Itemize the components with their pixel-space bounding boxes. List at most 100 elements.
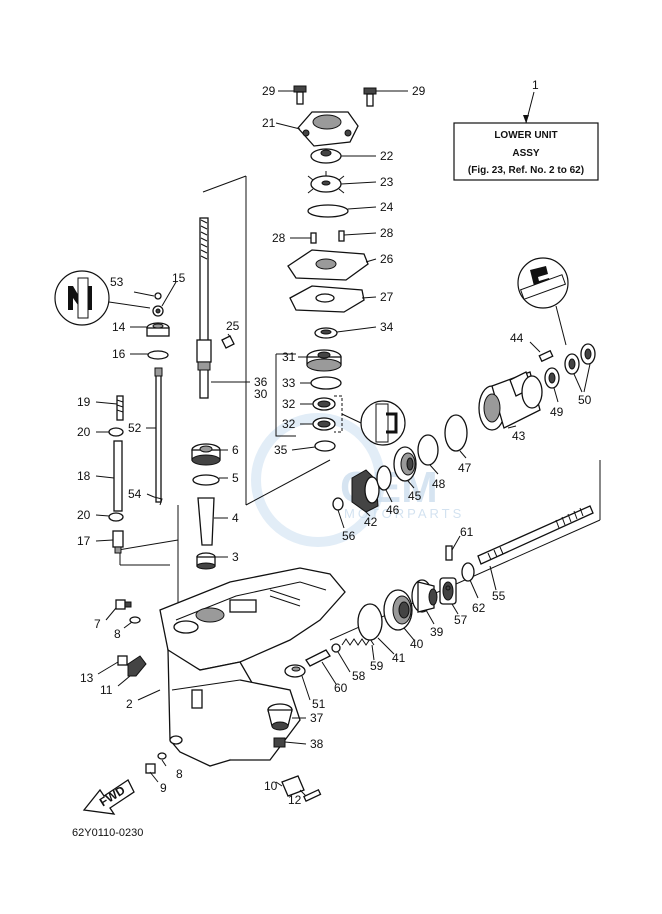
- callout-48: 48: [432, 477, 446, 491]
- callout-60: 60: [334, 681, 348, 695]
- bracket-30: [275, 353, 296, 437]
- grommet-20-lower: [108, 512, 124, 522]
- callout-17: 17: [77, 534, 91, 548]
- callout-24: 24: [380, 200, 394, 214]
- callout-36: 36: [254, 375, 268, 389]
- callout-16: 16: [112, 347, 126, 361]
- propeller-shaft-55: [477, 505, 594, 565]
- bearing-40: [383, 589, 413, 631]
- callout-10: 10: [264, 779, 278, 793]
- callout-13: 13: [80, 671, 94, 685]
- callout-52: 52: [128, 421, 142, 435]
- callout-44: 44: [510, 331, 524, 345]
- title-box-line3: (Fig. 23, Ref. No. 2 to 62): [468, 165, 584, 176]
- callout-35: 35: [274, 443, 288, 457]
- callout-31: 31: [282, 350, 296, 364]
- bearing-3: [196, 552, 216, 570]
- callout-8: 8: [176, 767, 183, 781]
- callout-37: 37: [310, 711, 324, 725]
- bearing-6: [191, 443, 221, 466]
- bolt-29-left: [293, 85, 307, 105]
- callout-12: 12: [288, 793, 302, 807]
- callout-50: 50: [578, 393, 592, 407]
- seal-49: [544, 367, 560, 389]
- callout-55: 55: [492, 589, 506, 603]
- callout-47: 47: [458, 461, 472, 475]
- o-ring-48: [417, 434, 439, 466]
- clip-54: [153, 496, 163, 506]
- callout-29: 29: [262, 84, 276, 98]
- plunger-60: [305, 649, 331, 667]
- drive-shaft-36: [196, 217, 212, 399]
- plug-13: [117, 655, 128, 666]
- callout-4: 4: [232, 511, 239, 525]
- callout-28: 28: [380, 226, 394, 240]
- bolt-29-right: [363, 87, 377, 107]
- shift-rod-52: [154, 367, 163, 503]
- shim-41: [357, 603, 383, 641]
- o-ring-33: [310, 376, 342, 390]
- callout-30: 30: [254, 387, 268, 401]
- anode-11: [127, 655, 147, 677]
- insert-22: [310, 148, 342, 164]
- oil-seal-housing-31: [306, 349, 342, 372]
- callout-32: 32: [282, 417, 296, 431]
- o-ring-24: [307, 204, 349, 218]
- callout-1: 1: [532, 78, 539, 92]
- callout-43: 43: [512, 429, 526, 443]
- callout-27: 27: [380, 290, 394, 304]
- lower-case-2: [159, 567, 346, 767]
- callout-20: 20: [77, 425, 91, 439]
- gasket-27: [289, 285, 365, 313]
- nut-38: [273, 737, 286, 748]
- callout-18: 18: [77, 469, 91, 483]
- ball-58: [331, 643, 341, 653]
- callout-61: 61: [460, 525, 474, 539]
- outer-plate-26: [287, 249, 369, 281]
- drawing-code: 62Y0110-0230: [72, 827, 143, 839]
- bolt-44: [538, 349, 554, 363]
- callout-25: 25: [226, 319, 240, 333]
- dowel-pin-28-right: [338, 230, 345, 242]
- lubricant-callout-middle: [341, 400, 406, 446]
- callout-22: 22: [380, 149, 394, 163]
- callout-59: 59: [370, 659, 384, 673]
- title-box: LOWER UNIT ASSY (Fig. 23, Ref. No. 2 to …: [453, 91, 599, 181]
- shim-5: [192, 474, 220, 486]
- gasket-8-lower: [157, 752, 167, 760]
- watermark-subtext: MOTORPARTS: [344, 506, 464, 521]
- cam-51: [284, 664, 306, 678]
- bolt-7: [115, 599, 132, 610]
- impeller-23: [307, 171, 345, 194]
- callout-29: 29: [412, 84, 426, 98]
- bolt-12: [303, 788, 322, 802]
- pump-housing-21: [297, 111, 359, 147]
- callout-38: 38: [310, 737, 324, 751]
- o-ring-47: [444, 414, 468, 452]
- callout-56: 56: [342, 529, 356, 543]
- callout-7: 7: [94, 617, 101, 631]
- callout-28: 28: [272, 231, 286, 245]
- trim-tab-10: [281, 775, 305, 797]
- callout-numbers: 29 29 1 21 22 23 24 28 28 26 27 34 31 33…: [77, 78, 592, 807]
- callout-20: 20: [77, 508, 91, 522]
- cover-14: [146, 322, 170, 337]
- callout-62: 62: [472, 601, 486, 615]
- callout-40: 40: [410, 637, 424, 651]
- callout-49: 49: [550, 405, 564, 419]
- bearing-housing-43: [478, 371, 543, 431]
- pinion-37: [267, 703, 293, 731]
- callout-42: 42: [364, 515, 378, 529]
- oil-seal-32-upper: [312, 397, 336, 411]
- bolt-19: [116, 395, 124, 421]
- pin-61: [445, 545, 453, 561]
- dowel-pin-28-left: [310, 232, 317, 244]
- washer-56: [332, 497, 344, 511]
- oil-seal-32-lower: [312, 417, 336, 431]
- callout-57: 57: [454, 613, 468, 627]
- spring-59: [341, 638, 375, 646]
- callout-46: 46: [386, 503, 400, 517]
- callout-26: 26: [380, 252, 394, 266]
- plug-9: [145, 763, 156, 774]
- oil-seal-50: [564, 343, 596, 375]
